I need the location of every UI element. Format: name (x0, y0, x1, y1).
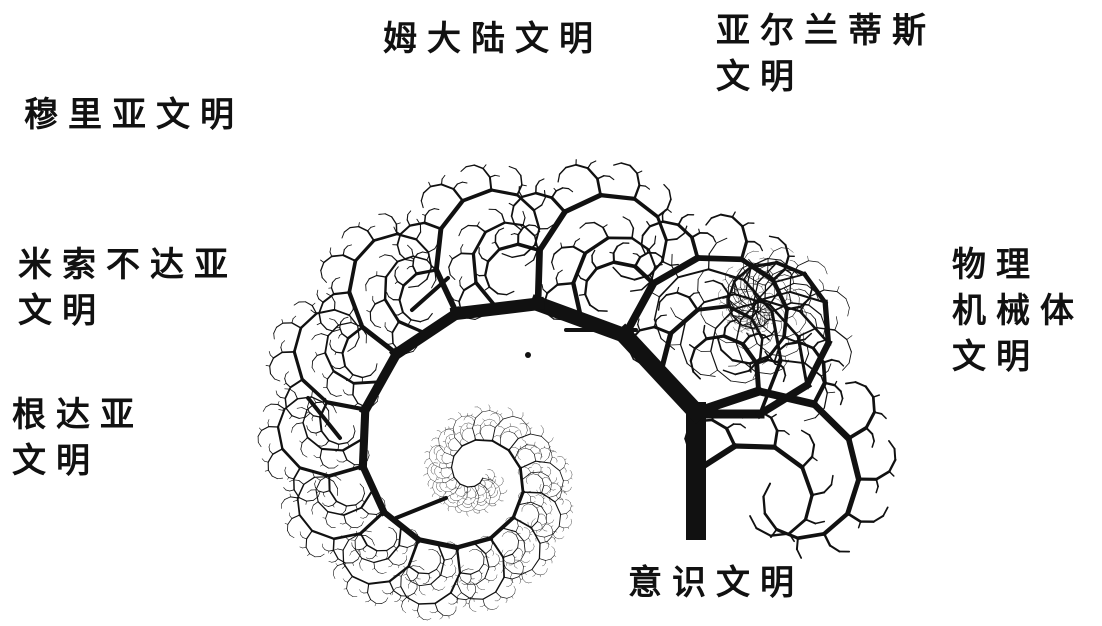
label-mesopotamia-civilization: 米索不达亚 文明 (18, 242, 238, 334)
label-lemuria-civilization: 穆里亚文明 (24, 92, 244, 138)
label-physical-line2: 机械体 (952, 288, 1084, 334)
accent-stroke (412, 278, 448, 310)
label-gondwana-line2: 文明 (12, 438, 144, 484)
label-physical-mechanical-civilization: 物理 机械体 文明 (952, 242, 1084, 380)
label-physical-line3: 文明 (952, 334, 1084, 380)
label-physical-line1: 物理 (952, 242, 1084, 288)
label-gondwana-line1: 根达亚 (12, 392, 144, 438)
label-mesopotamia-line1: 米索不达亚 (18, 242, 238, 288)
label-consciousness-civilization: 意识文明 (628, 560, 804, 606)
label-mesopotamia-line2: 文明 (18, 288, 238, 334)
label-muda-civilization: 姆大陆文明 (383, 16, 603, 62)
label-atlantis-line2: 文明 (716, 54, 936, 100)
label-gondwana-civilization: 根达亚 文明 (12, 392, 144, 484)
label-atlantis-line1: 亚尔兰蒂斯 (716, 8, 936, 54)
label-atlantis-civilization: 亚尔兰蒂斯 文明 (716, 8, 936, 100)
dot-marker (525, 352, 531, 358)
accent-stroke (396, 498, 446, 518)
